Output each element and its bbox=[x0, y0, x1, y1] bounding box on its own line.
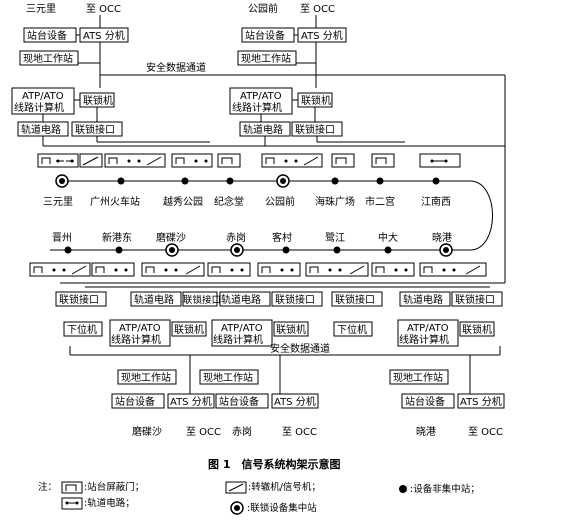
legend-psd: :站台屏蔽门； bbox=[84, 481, 144, 493]
track-circuit-label-2: 轨道电路 bbox=[243, 123, 283, 136]
station-bottom-3: 磨碟沙 bbox=[156, 231, 186, 244]
safety-channel-top: 安全数据通道 bbox=[146, 61, 206, 74]
station-bottom-5: 客村 bbox=[272, 231, 292, 244]
station-bottom-4: 赤岗 bbox=[226, 232, 246, 244]
bottom-track-e: 轨道电路 bbox=[403, 293, 443, 306]
bottom-label-st3: 晓港 bbox=[416, 426, 436, 438]
bottom-interface-a: 联锁接口 bbox=[59, 293, 99, 306]
bottom-eq-ats1: ATS 分机 bbox=[170, 395, 212, 408]
safety-channel-bottom: 安全数据通道 bbox=[270, 342, 330, 355]
bottom-atp3-line2: 线路计算机 bbox=[399, 333, 449, 346]
bottom-atp2-line1: ATP/ATO bbox=[221, 323, 263, 334]
local-workstation-box bbox=[19, 50, 79, 66]
bottom-interface-b: 联锁接口 bbox=[183, 294, 221, 306]
atp-line1: ATP/ATO bbox=[22, 91, 64, 102]
legend-centralized: :联锁设备集中站 bbox=[247, 502, 317, 514]
station-top-2: 广州火车站 bbox=[90, 195, 140, 208]
interlock-interface-label-2: 联锁接口 bbox=[295, 123, 335, 136]
bottom-ws-b: 现地工作站 bbox=[203, 371, 253, 384]
bottom-eq-s2: 站台设备 bbox=[219, 395, 259, 408]
bottom-track-b: 轨道电路 bbox=[134, 293, 174, 306]
atp-line1-2: ATP/ATO bbox=[240, 91, 282, 102]
lower-machine-d: 下位机 bbox=[337, 323, 367, 336]
atp-line2-2: 线路计算机 bbox=[232, 101, 282, 114]
station-bottom-1: 晋州 bbox=[52, 232, 72, 244]
bottom-eq-s3: 站台设备 bbox=[405, 395, 445, 408]
bottom-atp2-line2: 线路计算机 bbox=[213, 333, 263, 346]
track-circuit-label: 轨道电路 bbox=[21, 123, 61, 136]
station-top-6: 海珠广场 bbox=[315, 195, 355, 208]
station-equipment-label: 站台设备 bbox=[27, 29, 67, 42]
bottom-label-occ1: 至 OCC bbox=[186, 426, 221, 438]
station-top-3: 越秀公园 bbox=[163, 195, 203, 208]
bottom-track-c: 轨道电路 bbox=[221, 293, 261, 306]
interlock-interface-label: 联锁接口 bbox=[75, 123, 115, 136]
legend-note: 注： bbox=[38, 481, 57, 493]
bottom-eq-ats3: ATS 分机 bbox=[460, 395, 502, 408]
station-equipment-label-2: 站台设备 bbox=[245, 29, 285, 42]
station-top-5: 公园前 bbox=[265, 195, 295, 208]
figure-caption: 图 1 信号系统构架示意图 bbox=[208, 457, 340, 471]
station-bottom-6: 鹭江 bbox=[325, 232, 345, 244]
station-top-1: 三元里 bbox=[43, 196, 73, 208]
bottom-ws-a: 现地工作站 bbox=[121, 371, 171, 384]
legend-noncentral: :设备非集中站； bbox=[410, 483, 480, 495]
top-left-origin: 三元里 bbox=[26, 3, 56, 15]
station-top-8: 江南西 bbox=[421, 195, 451, 208]
atp-line2: 线路计算机 bbox=[14, 101, 64, 114]
bottom-eq-ats2: ATS 分机 bbox=[274, 395, 316, 408]
bottom-interlock-b: 联锁机 bbox=[174, 323, 204, 336]
bottom-interlock-c: 联锁机 bbox=[276, 323, 306, 336]
bottom-label-st1: 磨碟沙 bbox=[132, 425, 162, 438]
interlock-computer-label-2: 联锁机 bbox=[301, 94, 331, 107]
interlock-computer-label: 联锁机 bbox=[83, 94, 113, 107]
station-bottom-8: 晓港 bbox=[432, 232, 452, 244]
bottom-ws-c: 现地工作站 bbox=[393, 371, 443, 384]
bottom-interface-c: 联锁接口 bbox=[275, 293, 315, 306]
top-left-occ: 至 OCC bbox=[86, 3, 121, 15]
top-equipment-row bbox=[37, 153, 461, 168]
station-bottom-2: 新港东 bbox=[102, 231, 132, 244]
station-bottom-7: 中大 bbox=[378, 231, 398, 244]
ats-label-2: ATS 分机 bbox=[301, 29, 343, 42]
station-top-7: 市二宫 bbox=[365, 195, 395, 208]
local-workstation-label: 现地工作站 bbox=[23, 52, 73, 65]
station-top-4: 纪念堂 bbox=[214, 195, 244, 208]
ats-label: ATS 分机 bbox=[83, 29, 125, 42]
legend-track: :轨道电路； bbox=[84, 497, 135, 509]
bottom-interface-d: 联锁接口 bbox=[335, 293, 375, 306]
top-right-origin: 公园前 bbox=[248, 2, 278, 15]
bottom-atp3-line1: ATP/ATO bbox=[407, 323, 449, 334]
bottom-atp-line2: 线路计算机 bbox=[111, 333, 161, 346]
bottom-label-occ3: 至 OCC bbox=[468, 426, 503, 438]
legend-switch: :转辙机/信号机； bbox=[248, 481, 321, 493]
bottom-label-occ2: 至 OCC bbox=[282, 426, 317, 438]
bottom-atp-line1: ATP/ATO bbox=[119, 323, 161, 334]
bottom-interlock-e: 联锁机 bbox=[462, 323, 492, 336]
bottom-eq-s1: 站台设备 bbox=[115, 395, 155, 408]
bottom-interface-e: 联锁接口 bbox=[455, 293, 495, 306]
lower-machine-a: 下位机 bbox=[67, 323, 97, 336]
track-loop bbox=[50, 180, 493, 251]
bottom-label-st2: 赤岗 bbox=[232, 426, 252, 438]
bottom-equipment-row bbox=[29, 262, 487, 277]
top-right-occ: 至 OCC bbox=[300, 3, 335, 15]
local-workstation-label-2: 现地工作站 bbox=[241, 52, 291, 65]
